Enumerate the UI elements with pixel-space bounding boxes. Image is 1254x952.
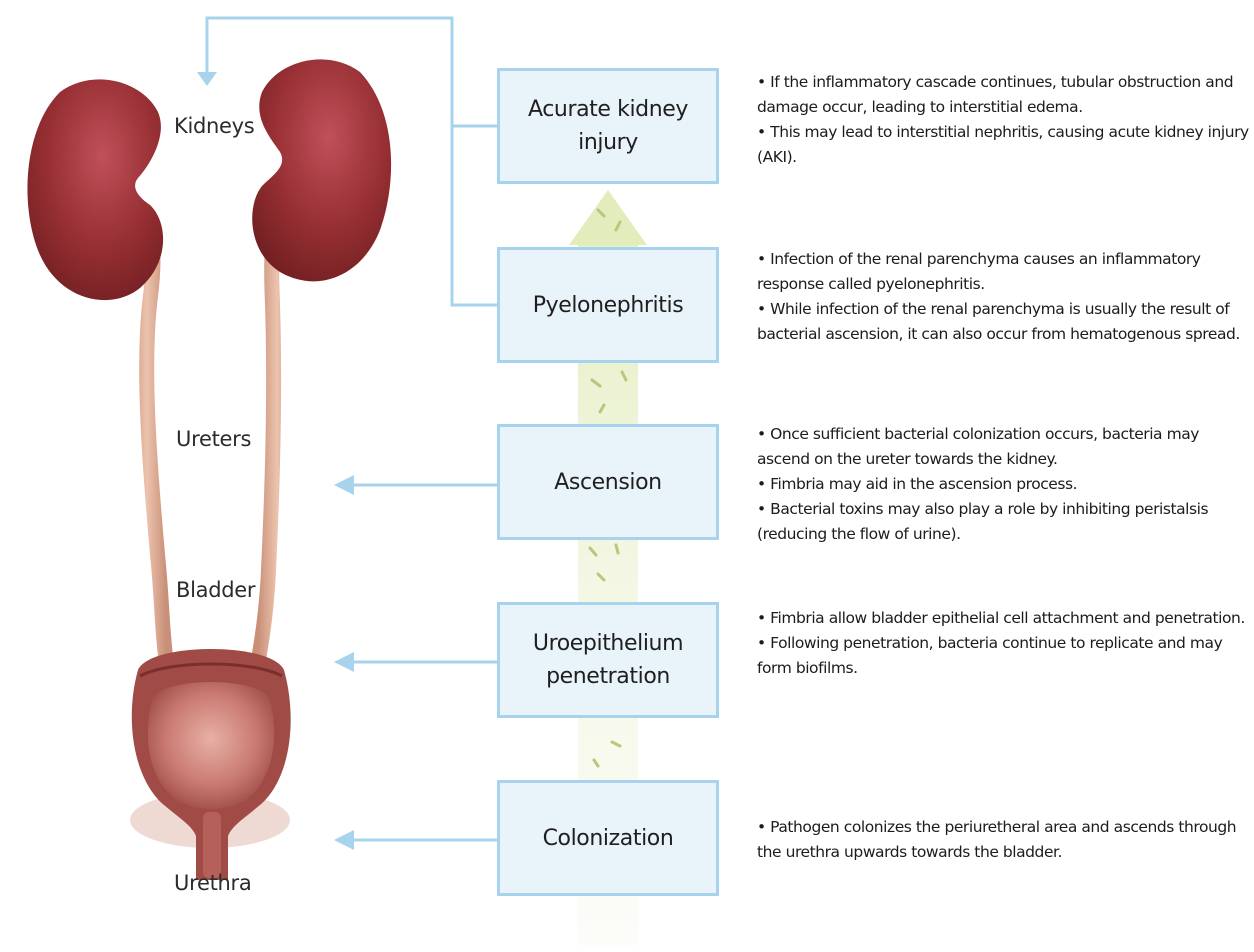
stage-title: Ascension bbox=[518, 466, 698, 499]
bullet-text: Pathogen colonizes the periuretheral are… bbox=[757, 815, 1249, 865]
bullet-text: Fimbria may aid in the ascension process… bbox=[757, 472, 1249, 497]
stage-title: Pyelonephritis bbox=[518, 289, 698, 322]
label-ureters: Ureters bbox=[176, 427, 251, 451]
bullet-text: Fimbria allow bladder epithelial cell at… bbox=[757, 606, 1249, 631]
stage-box-colonization: Colonization bbox=[497, 780, 719, 896]
stage-title: Colonization bbox=[518, 822, 698, 855]
stage-box-uroepithelium-penetration: Uroepithelium penetration bbox=[497, 602, 719, 718]
bullet-text: If the inflammatory cascade continues, t… bbox=[757, 70, 1249, 120]
description-pyelonephritis: Infection of the renal parenchyma causes… bbox=[757, 247, 1249, 347]
description-aki: If the inflammatory cascade continues, t… bbox=[757, 70, 1249, 170]
stage-box-pyelonephritis: Pyelonephritis bbox=[497, 247, 719, 363]
bullet-text: This may lead to interstitial nephritis,… bbox=[757, 120, 1249, 170]
stage-box-ascension: Ascension bbox=[497, 424, 719, 540]
bullet-text: Once sufficient bacterial colonization o… bbox=[757, 422, 1249, 472]
bullet-text: While infection of the renal parenchyma … bbox=[757, 297, 1249, 347]
description-uroepithelium-penetration: Fimbria allow bladder epithelial cell at… bbox=[757, 606, 1249, 681]
label-urethra: Urethra bbox=[174, 871, 251, 895]
bullet-text: Following penetration, bacteria continue… bbox=[757, 631, 1249, 681]
label-kidneys: Kidneys bbox=[174, 114, 254, 138]
kidney-illustration bbox=[27, 59, 391, 300]
stage-box-aki: Acurate kidney injury bbox=[497, 68, 719, 184]
stage-title: Acurate kidney injury bbox=[518, 93, 698, 159]
description-ascension: Once sufficient bacterial colonization o… bbox=[757, 422, 1249, 547]
bullet-text: Bacterial toxins may also play a role by… bbox=[757, 497, 1249, 547]
stage-title: Uroepithelium penetration bbox=[518, 627, 698, 693]
arrow-down-icon bbox=[197, 72, 217, 86]
description-colonization: Pathogen colonizes the periuretheral are… bbox=[757, 815, 1249, 865]
arrow-left-icon bbox=[334, 475, 354, 850]
label-bladder: Bladder bbox=[176, 578, 255, 602]
bladder-illustration bbox=[130, 649, 291, 880]
bullet-text: Infection of the renal parenchyma causes… bbox=[757, 247, 1249, 297]
